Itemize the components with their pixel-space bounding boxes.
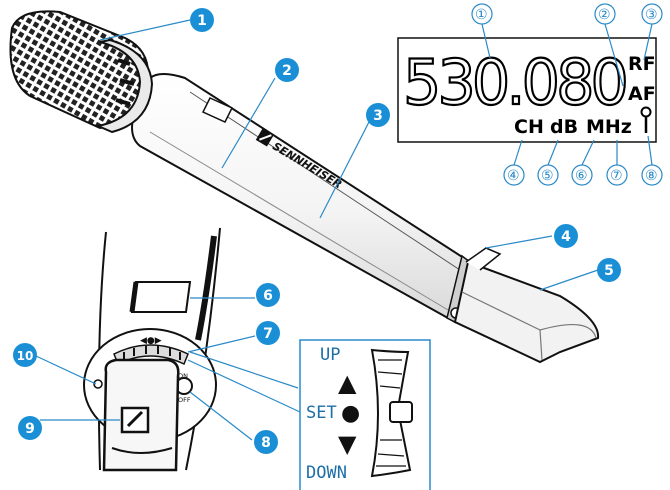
mic-display-window bbox=[201, 97, 234, 123]
callout-3: 3 bbox=[373, 108, 383, 124]
callout-8: 8 bbox=[261, 435, 271, 451]
legend-down-label: DOWN bbox=[306, 463, 347, 483]
callout-9: 9 bbox=[25, 421, 35, 437]
detail-on-label: ON bbox=[178, 372, 188, 380]
callout-5: 5 bbox=[604, 263, 614, 279]
detail-off-label: OFF bbox=[178, 396, 191, 404]
callout-2: 2 bbox=[282, 63, 292, 79]
microphone-main: SENNHEISER bbox=[9, 10, 600, 364]
lcd-rf-label: RF bbox=[628, 53, 656, 75]
callout-4: 4 bbox=[561, 229, 571, 245]
lcd-unit-ch: CH bbox=[514, 116, 544, 138]
lcd-callout-7: ⑦ bbox=[610, 168, 623, 184]
detail-status-led bbox=[93, 379, 103, 389]
callout-1: 1 bbox=[197, 13, 207, 29]
legend-rocker-center bbox=[389, 401, 413, 423]
lcd-callout-2: ② bbox=[598, 7, 611, 23]
callout-discs bbox=[13, 8, 621, 454]
callout-7: 7 bbox=[263, 326, 273, 342]
mic-head-grille bbox=[9, 10, 150, 130]
lcd-antenna-icon bbox=[640, 106, 652, 133]
lcd-frame bbox=[397, 37, 657, 143]
lcd-af-label: AF bbox=[628, 83, 656, 105]
mic-handle-ridge bbox=[189, 91, 461, 271]
mic-head-ring bbox=[94, 38, 154, 134]
lcd-callout-3: ③ bbox=[645, 7, 658, 23]
legend-up-label: UP bbox=[320, 345, 340, 365]
legend-up-symbol: ▲ bbox=[338, 369, 357, 397]
lcd-callout-8: ⑧ bbox=[645, 168, 658, 184]
handle-detail-view: ◀●▶ ON OFF bbox=[83, 227, 221, 472]
lcd-unit-db: dB bbox=[550, 116, 578, 138]
detail-rocker-arrows: ◀●▶ bbox=[140, 336, 162, 346]
legend-box bbox=[299, 339, 431, 490]
detail-display-window bbox=[130, 281, 192, 313]
brand-logo-slash bbox=[259, 134, 272, 141]
lcd-callout-5: ⑤ bbox=[541, 168, 554, 184]
mic-handle-shadow bbox=[149, 131, 449, 311]
lcd-unit-mhz: MHz bbox=[586, 116, 632, 138]
mic-battery-cover bbox=[453, 247, 600, 364]
detail-handle-shadow bbox=[195, 235, 217, 341]
legend-down-symbol: ▼ bbox=[338, 430, 357, 458]
lcd-frequency: 530.080 bbox=[403, 46, 626, 119]
callout-leaders bbox=[35, 19, 599, 441]
lcd-callouts bbox=[471, 3, 663, 186]
callout-6: 6 bbox=[263, 288, 273, 304]
lcd-callout-6: ⑥ bbox=[575, 168, 588, 184]
mic-head bbox=[9, 10, 154, 134]
legend-set-symbol: ● bbox=[341, 401, 360, 426]
lcd-display: 530.080 RF AF CH dB MHz ① ② ③ ④ ⑤ ⑥ ⑦ ⑧ bbox=[397, 3, 663, 186]
lcd-callout-4: ④ bbox=[507, 168, 520, 184]
legend-set-label: SET bbox=[306, 403, 337, 423]
callout-10: 10 bbox=[17, 349, 34, 363]
mic-head-ring-slots bbox=[115, 58, 135, 106]
control-legend: UP ▲ SET ● ▼ DOWN bbox=[299, 339, 431, 490]
lcd-callout-1: ① bbox=[475, 7, 488, 23]
